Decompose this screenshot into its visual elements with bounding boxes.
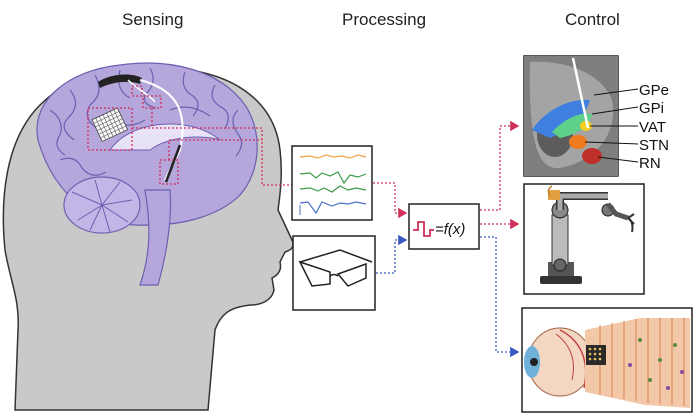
glasses-to-processor-link xyxy=(376,234,408,274)
processor-box xyxy=(408,203,480,250)
processing-heading: Processing xyxy=(342,10,427,29)
label-stn: STN xyxy=(639,137,669,154)
roi-small-box xyxy=(142,95,162,109)
processor-to-brain-link xyxy=(480,120,520,211)
processor-to-eye-link xyxy=(480,236,520,358)
label-gpe: GPe xyxy=(639,82,669,99)
eyeglasses-icon xyxy=(292,235,376,311)
robot-arm-icon xyxy=(523,183,645,295)
roi-grid-box xyxy=(87,107,133,151)
region-vat xyxy=(580,121,592,131)
control-heading: Control xyxy=(565,10,620,29)
region-gpi xyxy=(552,113,592,138)
eeg-to-processor-link xyxy=(373,182,408,219)
roi-top-box xyxy=(131,85,143,97)
brainstem xyxy=(139,189,172,286)
region-stn xyxy=(569,135,587,149)
brain xyxy=(36,62,258,286)
eye-retina-icon xyxy=(521,307,693,413)
label-vat: VAT xyxy=(639,119,666,136)
region-gpe xyxy=(532,99,590,138)
processor-formula: =f(x) xyxy=(435,221,465,238)
electrode-grid-icon xyxy=(91,107,129,143)
sensing-heading: Sensing xyxy=(122,10,184,29)
label-rn: RN xyxy=(639,155,661,172)
eeg-traces-icon xyxy=(291,145,373,221)
dbs-lead xyxy=(571,57,590,129)
implant-device xyxy=(98,74,142,88)
label-gpi: GPi xyxy=(639,100,664,117)
region-rn xyxy=(582,148,602,164)
waveform-icon xyxy=(413,221,434,237)
deep-brain-panel: GPe GPi VAT STN RN xyxy=(523,55,669,177)
deep-electrode xyxy=(164,144,182,183)
